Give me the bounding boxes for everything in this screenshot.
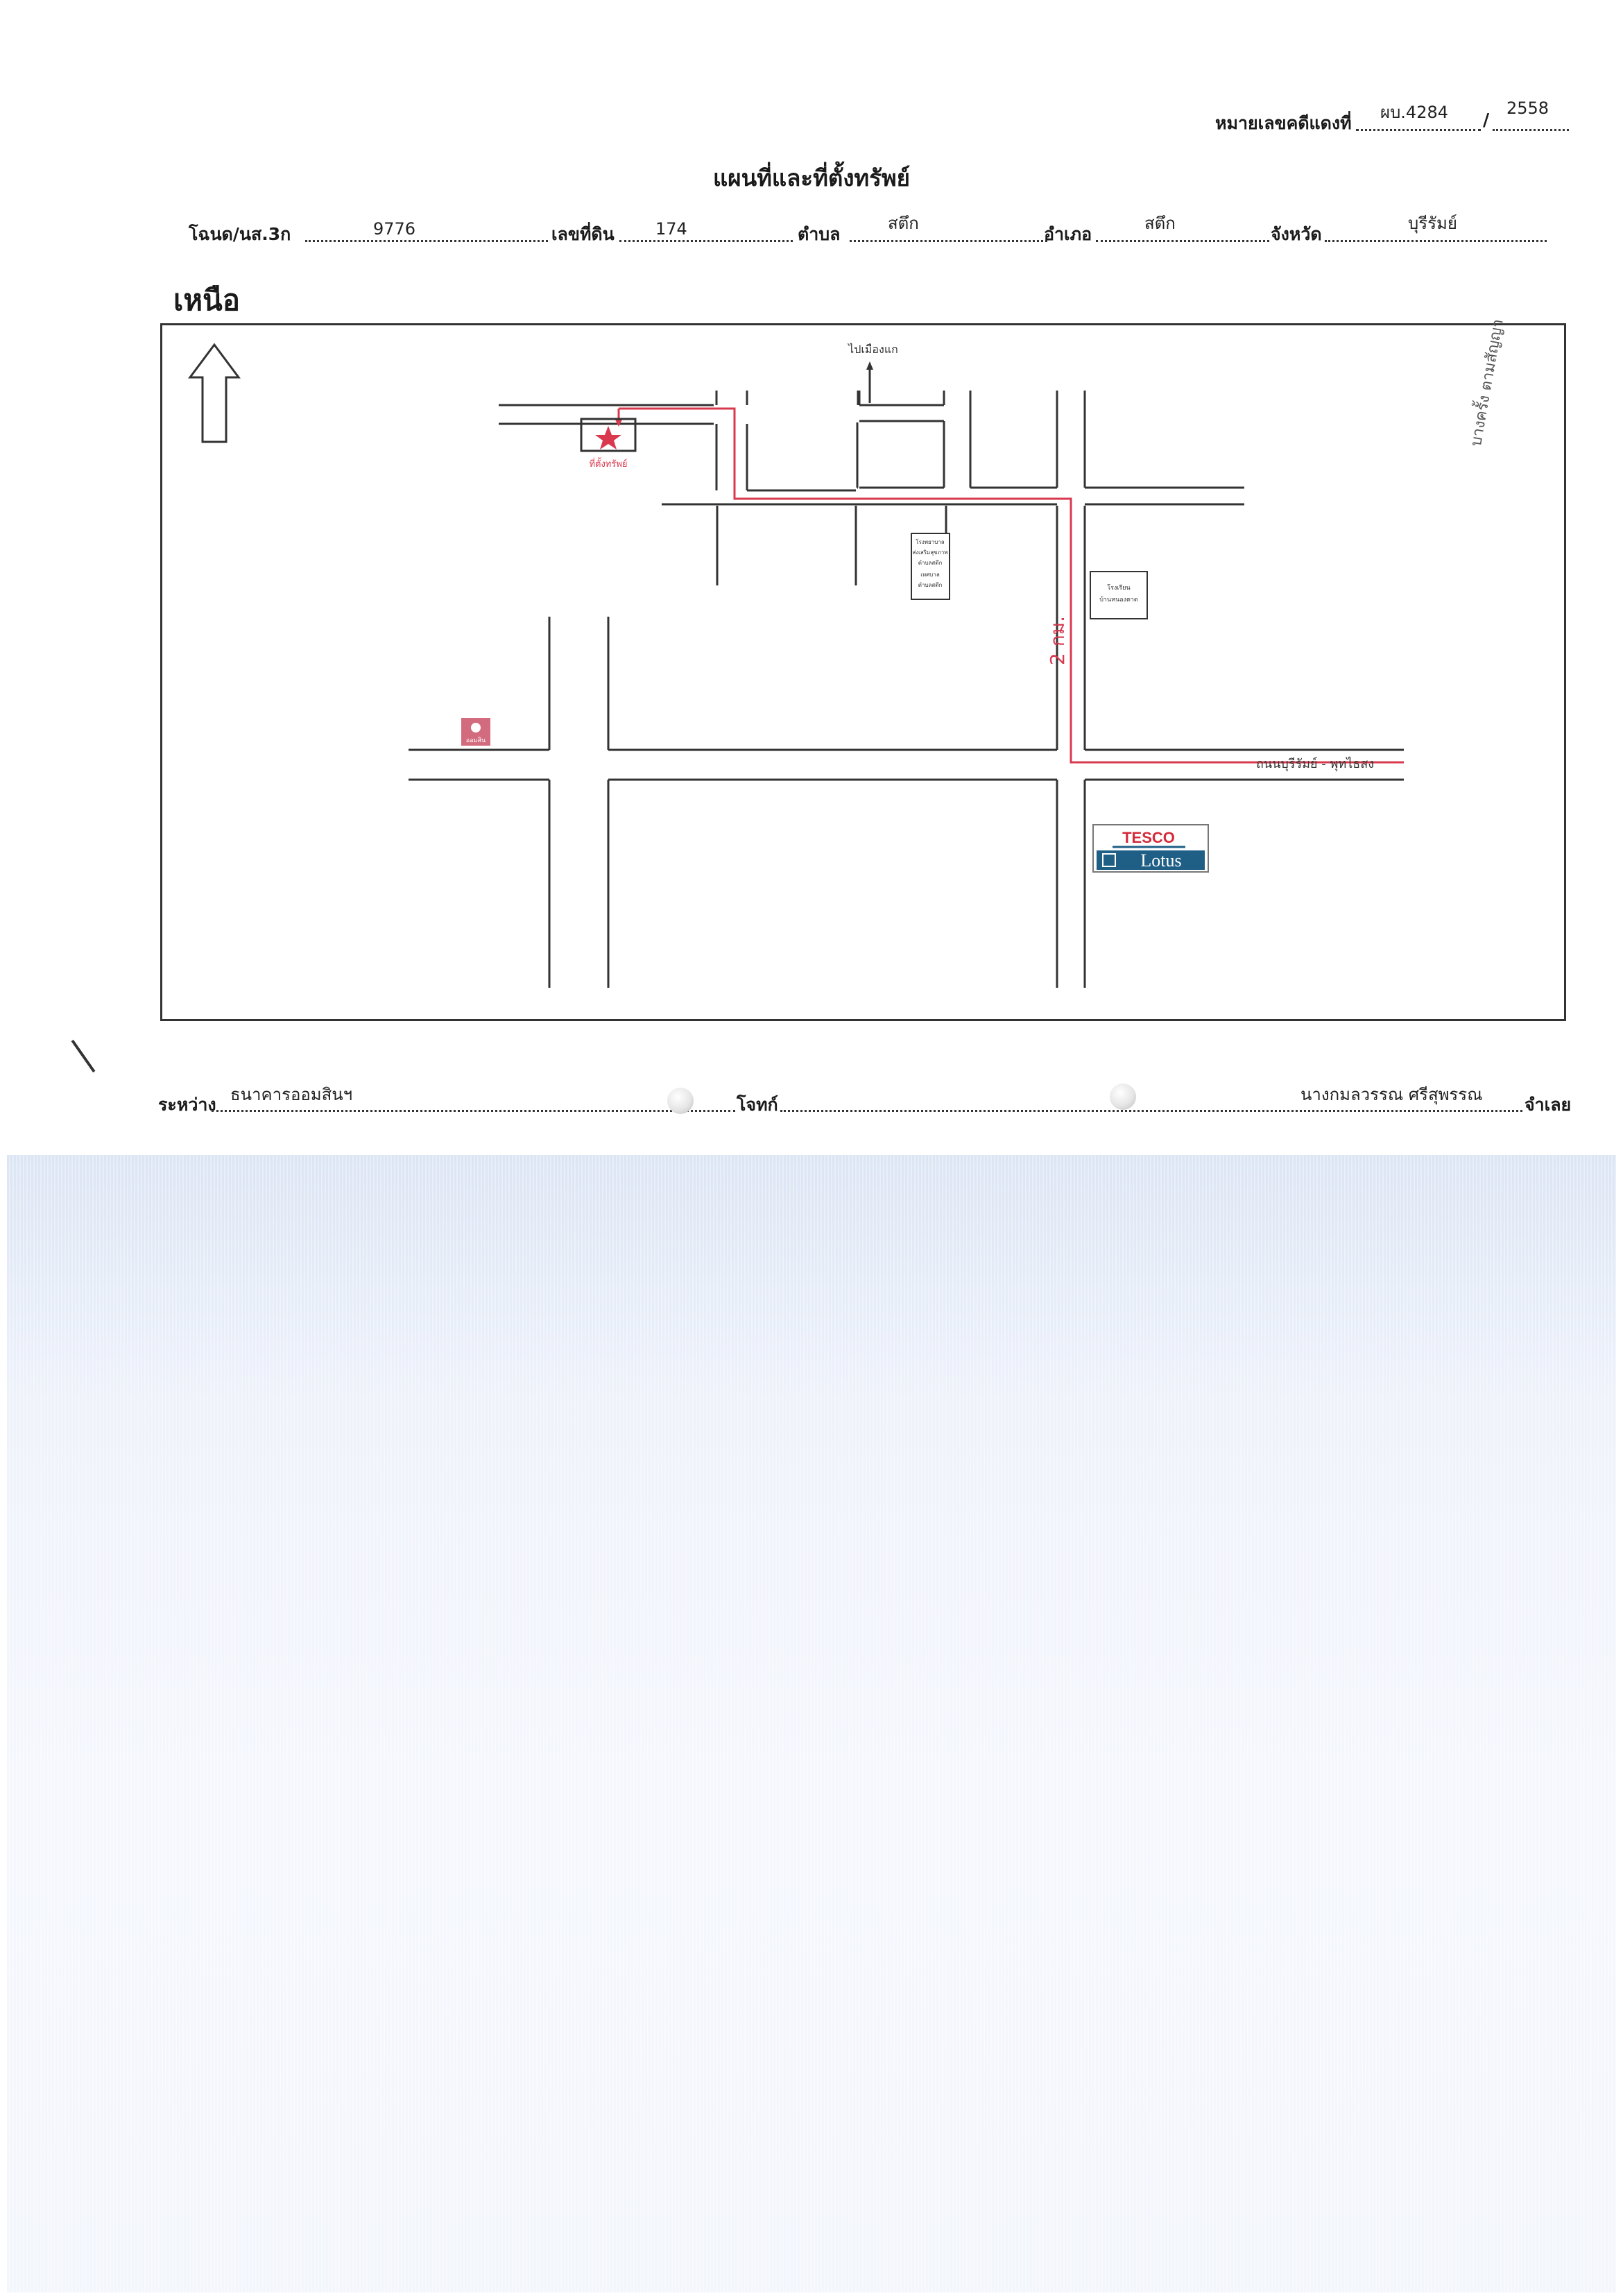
route-arrow-icon: [615, 418, 623, 427]
defendant-name: นางกมลวรรณ ศรีสุพรรณ: [1300, 1085, 1483, 1104]
property-parcel: [580, 418, 637, 452]
to-city-label: ไปเมืองแก: [847, 343, 898, 356]
tambon-value: สตึก: [888, 214, 919, 233]
property-star-icon: [595, 426, 621, 449]
case-ref-separator: /: [1483, 110, 1490, 130]
tambon-label: ตำบล: [798, 224, 841, 244]
hospital-text-4: เทศบาล: [920, 572, 940, 578]
punch-hole-right: [1110, 1083, 1136, 1110]
case-ref-number: ผบ.4284: [1380, 103, 1449, 122]
page-title: แผนที่และที่ตั้งทรัพย์: [713, 164, 910, 191]
property-label: ที่ตั้งทรัพย์: [589, 457, 627, 470]
plaintiff-label: โจทก์: [737, 1095, 778, 1115]
hospital-text-2: ส่งเสริมสุขภาพ: [912, 549, 947, 556]
amphoe-label: อำเภอ: [1044, 224, 1092, 244]
case-ref-year: 2558: [1506, 98, 1549, 118]
deed-label: โฉนด/นส.3ก: [189, 224, 291, 244]
hospital-text-1: โรงพยาบาล: [916, 538, 945, 545]
school-box: [1090, 571, 1148, 619]
case-ref-label: หมายเลขคดีแดงที่: [1215, 113, 1352, 133]
hospital-text-3: ตำบลสตึก: [918, 560, 943, 566]
bank-logo-label: ออมสิน: [466, 737, 486, 744]
tesco-top-text: TESCO: [1122, 829, 1175, 846]
province-label: จังหวัด: [1271, 224, 1322, 244]
land-number-label: เลขที่ดิน: [551, 224, 615, 244]
north-arrow-icon: [188, 343, 241, 443]
north-label: เหนือ: [173, 283, 240, 317]
school-text-1: โรงเรียน: [1107, 584, 1130, 592]
map-frame: ที่ตั้งทรัพย์ ไปเมืองแก โรงพยาบาล ส่งเสร…: [160, 323, 1566, 1021]
school-text-2: บ้านหนองตาด: [1099, 596, 1138, 603]
amphoe-value: สตึก: [1144, 214, 1176, 233]
margin-mark: [71, 1039, 96, 1073]
deed-number: 9776: [373, 219, 416, 239]
road-network: [409, 367, 1404, 988]
route-line: [619, 407, 1404, 764]
to-city-arrow-icon: [866, 361, 873, 370]
location-map: ที่ตั้งทรัพย์ ไปเมืองแก โรงพยาบาล ส่งเสร…: [188, 343, 1404, 988]
defendant-label: จำเลย: [1525, 1095, 1572, 1115]
province-value: บุรีรัมย์: [1408, 214, 1457, 233]
tesco-lotus-logo-icon: TESCO Lotus: [1092, 824, 1209, 873]
scanned-blank-area: [7, 1155, 1616, 2293]
distance-label: 2 กม.: [1046, 616, 1069, 665]
parties-prefix: ระหว่าง: [158, 1095, 216, 1115]
hospital-box: [911, 533, 950, 600]
tesco-bottom-text: Lotus: [1140, 850, 1181, 871]
hospital-text-5: ตำบลสตึก: [918, 582, 943, 588]
road-name-label: ถนนบุรีรัมย์ - พุทไธสง: [1256, 756, 1374, 771]
plaintiff-name: ธนาคารออมสินฯ: [230, 1085, 353, 1104]
land-number: 174: [655, 219, 687, 239]
punch-hole-left: [667, 1088, 694, 1114]
